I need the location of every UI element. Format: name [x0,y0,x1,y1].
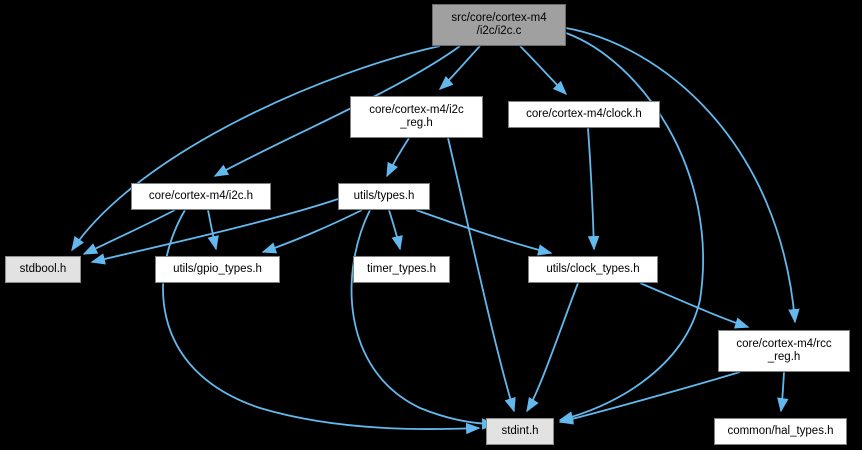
graph-node-i2c_h[interactable]: core/cortex-m4/i2c.h [131,183,271,210]
graph-node-timer_types_h[interactable]: timer_types.h [353,256,450,283]
edge-clock_types_h-to-stdint_h [526,282,579,413]
edge-types_h-to-stdint_h [350,209,497,430]
edge-i2c_h-to-stdint_h [162,209,481,435]
graph-node-clock_h[interactable]: core/cortex-m4/clock.h [508,101,660,128]
edge-rcc_reg_h-to-stdint_h [558,371,741,425]
edge-i2c_c-to-stdbool_h [71,45,441,252]
graph-node-stdint_h[interactable]: stdint.h [486,418,554,445]
edge-i2c_c-to-i2c_h [213,45,461,177]
edge-i2c_reg_h-to-stdint_h [447,137,516,413]
graph-node-clock_types_h[interactable]: utils/clock_types.h [528,256,658,283]
edge-rcc_reg_h-to-hal_types_h [777,371,789,413]
edge-i2c_h-to-stdbool_h [82,209,176,255]
graph-node-gpio_types_h[interactable]: utils/gpio_types.h [155,256,280,283]
edge-i2c_c-to-i2c_reg_h [438,45,481,90]
graph-node-hal_types_h[interactable]: common/hal_types.h [714,418,847,445]
edge-types_h-to-clock_types_h [415,209,553,256]
edge-i2c_reg_h-to-types_h [386,137,410,178]
edge-types_h-to-gpio_types_h [261,209,363,254]
edge-i2c_c-to-clock_h [519,45,568,96]
edge-types_h-to-stdbool_h [90,198,339,265]
graph-node-stdbool_h[interactable]: stdbool.h [5,256,81,283]
edge-clock_types_h-to-rcc_reg_h [639,282,750,329]
edge-i2c_c-to-rcc_reg_h [565,27,800,324]
graph-node-i2c_reg_h[interactable]: core/cortex-m4/i2c _reg.h [350,96,483,138]
graph-node-types_h[interactable]: utils/types.h [338,183,430,210]
graph-node-rcc_reg_h[interactable]: core/cortex-m4/rcc _reg.h [718,330,850,372]
edge-i2c_h-to-gpio_types_h [207,209,219,251]
edge-types_h-to-timer_types_h [388,209,403,251]
edge-i2c_c-to-stdint_h [558,32,705,423]
edge-clock_h-to-clock_types_h [587,127,600,251]
graph-node-i2c_c[interactable]: src/core/cortex-m4 /i2c/i2c.c [432,4,566,46]
